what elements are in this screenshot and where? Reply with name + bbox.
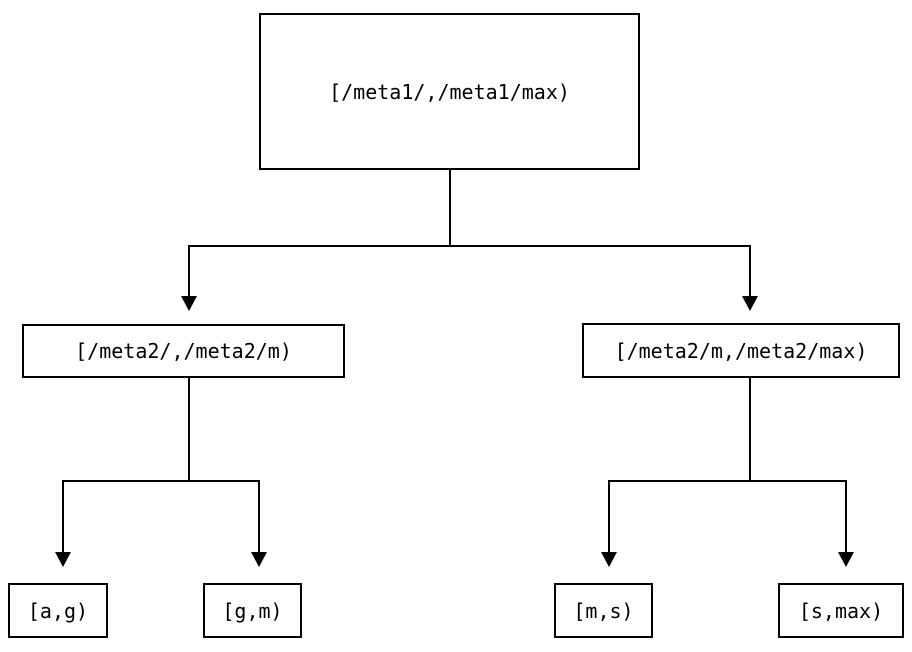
node-leaf-s-max-label: [s,max) xyxy=(798,598,884,623)
edge-meta2-right-stem xyxy=(749,378,751,481)
node-leaf-a-g-label: [a,g) xyxy=(27,598,89,623)
node-leaf-a-g: [a,g) xyxy=(8,583,108,638)
edge-meta2-right-to-leaf-m-s xyxy=(608,480,610,552)
arrowhead-down-icon xyxy=(251,552,267,567)
node-meta2-right: [/meta2/m,/meta2/max) xyxy=(582,323,900,378)
arrowhead-down-icon xyxy=(181,296,197,311)
arrowhead-down-icon xyxy=(742,296,758,311)
node-leaf-m-s-label: [m,s) xyxy=(573,598,634,623)
node-meta2-left-label: [/meta2/,/meta2/m) xyxy=(75,339,292,363)
node-leaf-g-m: [g,m) xyxy=(203,583,302,638)
edge-meta2-left-crossbar xyxy=(62,480,260,482)
edge-meta2-left-to-leaf-a-g xyxy=(62,480,64,552)
node-leaf-m-s: [m,s) xyxy=(554,583,653,638)
arrowhead-down-icon xyxy=(601,552,617,567)
edge-meta2-left-to-leaf-g-m xyxy=(258,480,260,552)
edge-meta2-right-crossbar xyxy=(608,480,847,482)
node-root-label: [/meta1/,/meta1/max) xyxy=(329,79,570,104)
edge-root-stem xyxy=(449,170,451,246)
node-leaf-s-max: [s,max) xyxy=(778,583,904,638)
arrowhead-down-icon xyxy=(838,552,854,567)
node-meta2-left: [/meta2/,/meta2/m) xyxy=(22,324,345,378)
arrowhead-down-icon xyxy=(55,552,71,567)
edge-root-crossbar xyxy=(188,245,751,247)
edge-meta2-right-to-leaf-s-max xyxy=(845,480,847,552)
edge-root-to-meta2-left xyxy=(188,245,190,296)
node-leaf-g-m-label: [g,m) xyxy=(222,598,283,623)
node-root: [/meta1/,/meta1/max) xyxy=(259,13,640,170)
edge-root-to-meta2-right xyxy=(749,245,751,296)
edge-meta2-left-stem xyxy=(188,378,190,481)
node-meta2-right-label: [/meta2/m,/meta2/max) xyxy=(614,338,868,363)
